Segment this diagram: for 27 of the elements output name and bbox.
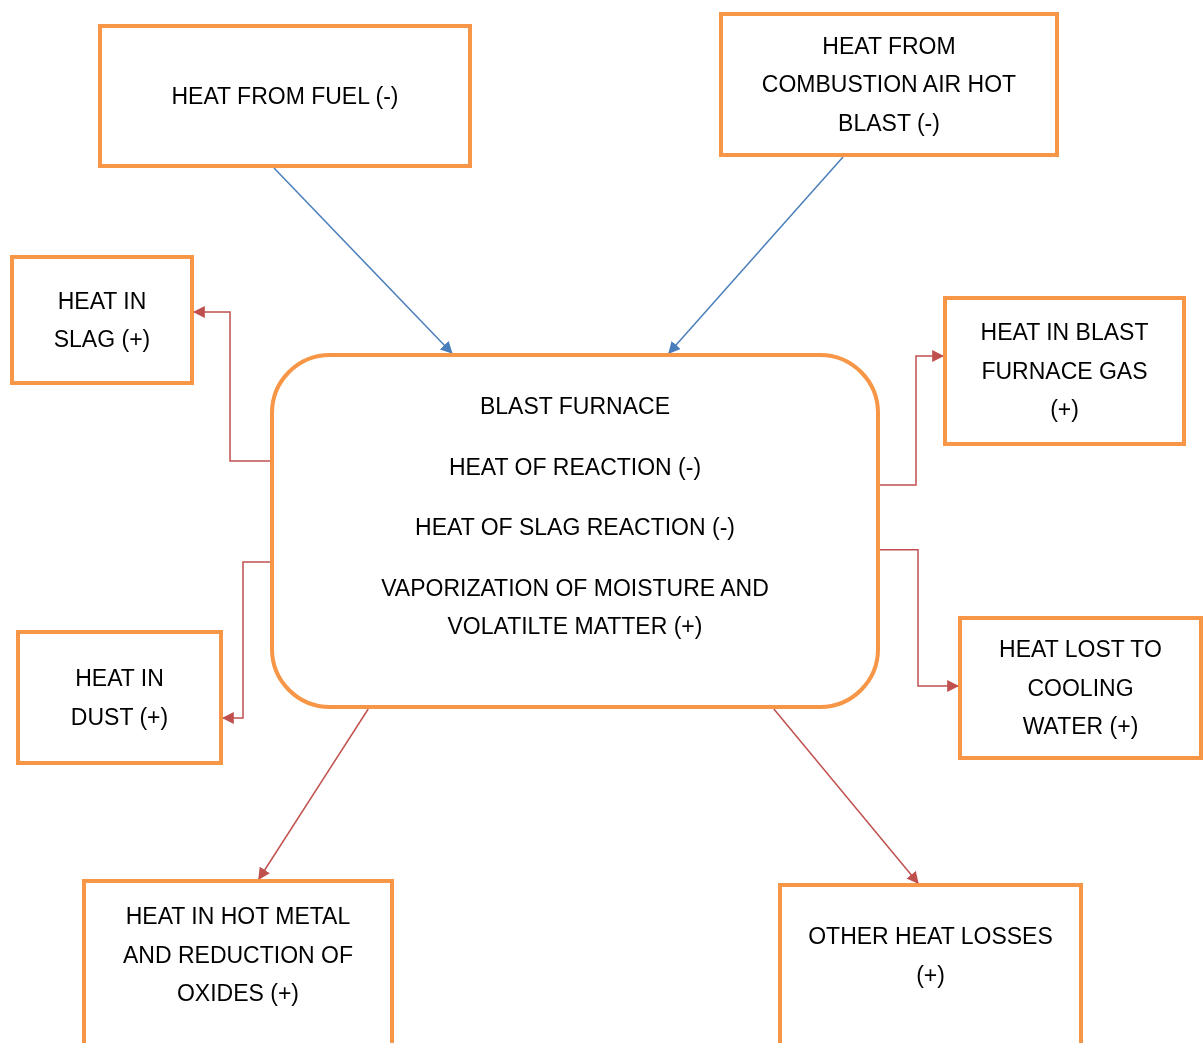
node-label: BLAST FURNACE bbox=[480, 392, 670, 421]
node-label: HEAT FROM COMBUSTION AIR HOT BLAST (-) bbox=[760, 31, 1018, 138]
process-box bbox=[719, 12, 1059, 157]
node-label: OTHER HEAT LOSSES (+) bbox=[807, 922, 1054, 990]
arrow bbox=[879, 549, 960, 692]
node-label: HEAT LOST TO COOLING WATER (+) bbox=[998, 635, 1163, 742]
arrow bbox=[879, 350, 945, 486]
process-box bbox=[958, 616, 1203, 760]
node-label: HEAT IN DUST (+) bbox=[69, 664, 170, 732]
node-label: HEAT FROM FUEL (-) bbox=[171, 81, 399, 111]
process-box bbox=[16, 630, 223, 765]
node-label: VAPORIZATION OF MOISTURE AND VOLATILTE MATTER (+) bbox=[380, 573, 770, 641]
node-label: HEAT OF SLAG REACTION (-) bbox=[415, 513, 735, 542]
process-box bbox=[82, 879, 394, 1043]
node-label: HEAT IN BLAST FURNACE GAS (+) bbox=[979, 318, 1150, 425]
node-label: HEAT IN HOT METAL AND REDUCTION OF OXIDES (+) bbox=[122, 902, 354, 1008]
rounded-process-box bbox=[270, 353, 880, 709]
arrow bbox=[668, 156, 844, 354]
process-box bbox=[98, 24, 472, 168]
arrow bbox=[773, 708, 919, 884]
node-label: HEAT OF REACTION (-) bbox=[448, 452, 702, 482]
arrow bbox=[258, 708, 369, 880]
process-box bbox=[10, 255, 194, 385]
arrow bbox=[273, 167, 453, 354]
process-box bbox=[943, 296, 1186, 446]
process-box bbox=[778, 883, 1083, 1043]
node-label: HEAT IN SLAG (+) bbox=[52, 286, 152, 354]
